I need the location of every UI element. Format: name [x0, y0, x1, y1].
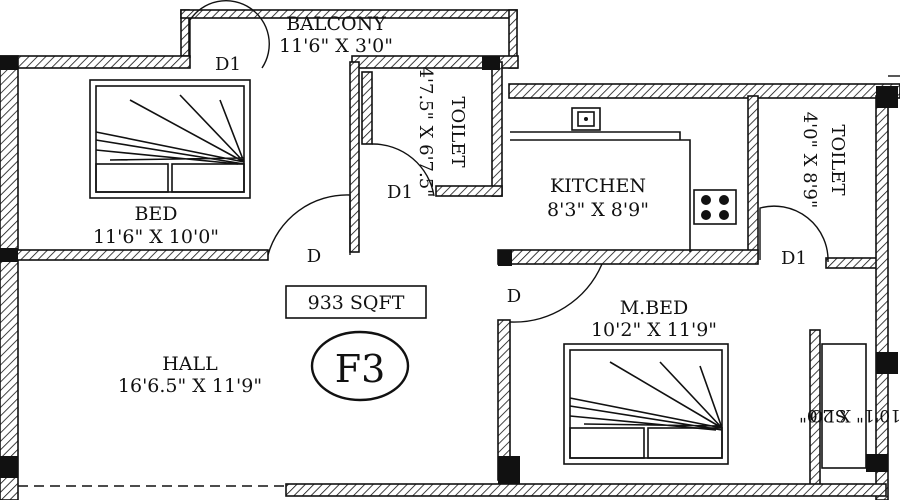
sink-drain: [584, 117, 588, 121]
burner: [701, 195, 711, 205]
bottom-wall: [285, 483, 887, 497]
kitchen-counter: [510, 107, 737, 252]
mbed-size: 10'2" X 11'9": [591, 319, 717, 341]
door-label-mbed: D: [507, 286, 521, 307]
door-swing-balcony: [189, 0, 270, 69]
column: [498, 456, 520, 484]
bed-sheet-lines: [569, 361, 723, 431]
column: [498, 250, 512, 266]
pillow: [647, 427, 723, 459]
toilet2-label: TOILET: [827, 125, 848, 196]
door-swing-bed: [267, 194, 351, 256]
door-label-bed: D: [307, 246, 321, 267]
stove-icon: [693, 189, 737, 225]
toilet1-left-wall: [361, 71, 373, 145]
hall-label: HALL: [162, 353, 218, 375]
toilet1-size: 4'7.5" X 6'7.5": [415, 67, 436, 198]
pillow: [171, 163, 245, 193]
bed-frame: [563, 343, 729, 465]
kitchen-bottom-wall: [497, 249, 759, 265]
pillow: [95, 163, 169, 193]
kitchen-label: KITCHEN: [550, 175, 646, 197]
sink-bowl: [577, 111, 595, 127]
kitchen-size: 8'3" X 8'9": [547, 199, 649, 221]
bed-right-wall: [349, 61, 360, 253]
columns: [0, 56, 898, 484]
hall-size: 16'6.5" X 11'9": [118, 375, 262, 397]
toilet2-size: 4'0" X 8'9": [799, 112, 820, 209]
bed-mattress: [95, 85, 245, 193]
pillow: [569, 427, 645, 459]
left-wall: [0, 55, 19, 500]
walls: [0, 9, 900, 500]
counter-outline: [510, 131, 691, 252]
bed-frame: [89, 79, 251, 199]
door-swing-mbed: [509, 263, 603, 323]
bed-size: 11'6" X 10'0": [93, 226, 219, 248]
sink-icon: [571, 107, 601, 131]
column: [876, 352, 898, 374]
kitchen-right-wall: [747, 95, 759, 261]
bed-furniture-1: [89, 79, 251, 199]
toilet1-bottom-wall: [435, 185, 503, 197]
bed-label: BED: [134, 203, 177, 225]
toilet1-label: TOILET: [447, 97, 468, 168]
column: [866, 454, 888, 472]
right-wall: [875, 95, 889, 500]
flat-label-circle: [310, 330, 410, 402]
column: [0, 56, 18, 70]
bed-furniture-2: [563, 343, 729, 465]
door-swing-toilet2: [759, 205, 829, 263]
bed-sheet-lines: [95, 94, 245, 165]
column: [0, 456, 18, 478]
balcony-size: 11'6" X 3'0": [279, 35, 393, 57]
column: [876, 86, 898, 108]
column: [482, 56, 500, 70]
area-box: [285, 285, 427, 319]
toilet1-right-wall: [491, 61, 503, 197]
burner: [719, 210, 729, 220]
burner: [719, 195, 729, 205]
burner: [701, 210, 711, 220]
door-swing-toilet1: [371, 143, 435, 197]
flat-label: F3: [335, 347, 386, 391]
top-wall-right: [508, 83, 900, 99]
slo-label: SLO: [810, 405, 847, 425]
column: [0, 248, 18, 262]
slo-box: [821, 343, 867, 469]
door-label-toilet1: D1: [387, 182, 413, 203]
area-label: 933 SQFT: [308, 292, 405, 314]
top-wall-left: [0, 55, 191, 69]
mbed-label: M.BED: [620, 297, 689, 319]
balcony-label: BALCONY: [286, 13, 386, 35]
bed-hall-wall: [0, 249, 269, 261]
door-label-toilet2: D1: [781, 248, 807, 269]
bed-mattress: [569, 349, 723, 459]
door-label-balcony: D1: [215, 54, 241, 75]
slo-size: 10'1" X 2'0": [799, 405, 900, 425]
doors: [189, 0, 829, 323]
